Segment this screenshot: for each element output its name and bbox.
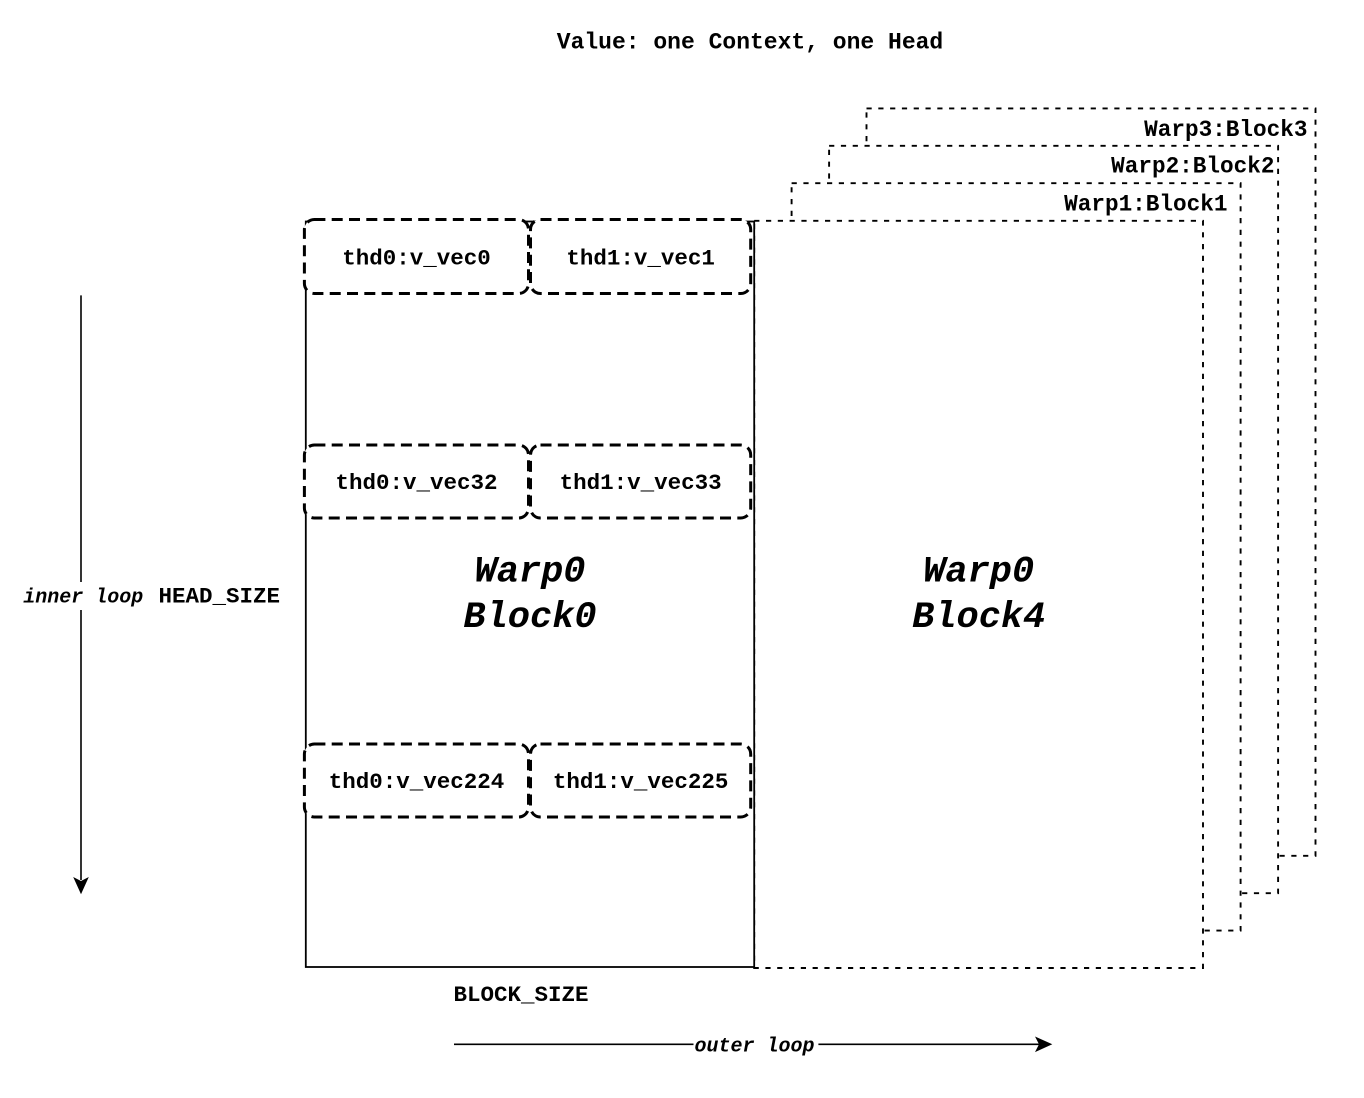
svg-text:thd0:v_vec0: thd0:v_vec0 [342, 245, 491, 271]
svg-text:thd1:v_vec1: thd1:v_vec1 [566, 245, 715, 271]
svg-text:BLOCK_SIZE: BLOCK_SIZE [453, 982, 588, 1008]
svg-text:Warp0: Warp0 [923, 552, 1034, 594]
svg-text:Warp0: Warp0 [474, 552, 585, 594]
svg-text:outer loop: outer loop [695, 1036, 815, 1059]
svg-text:thd1:v_vec33: thd1:v_vec33 [560, 470, 722, 496]
svg-text:thd0:v_vec32: thd0:v_vec32 [335, 470, 497, 496]
svg-text:inner loop: inner loop [23, 587, 143, 610]
svg-text:Warp2:Block2: Warp2:Block2 [1111, 153, 1274, 179]
svg-text:thd0:v_vec224: thd0:v_vec224 [329, 769, 505, 795]
svg-text:HEAD_SIZE: HEAD_SIZE [159, 584, 281, 610]
svg-text:thd1:v_vec225: thd1:v_vec225 [553, 769, 729, 795]
svg-text:Value: one Context, one Head: Value: one Context, one Head [557, 30, 943, 56]
svg-text:Block4: Block4 [912, 597, 1045, 639]
svg-text:Block0: Block0 [463, 597, 596, 639]
svg-text:Warp1:Block1: Warp1:Block1 [1064, 192, 1227, 218]
svg-text:Warp3:Block3: Warp3:Block3 [1144, 117, 1307, 143]
